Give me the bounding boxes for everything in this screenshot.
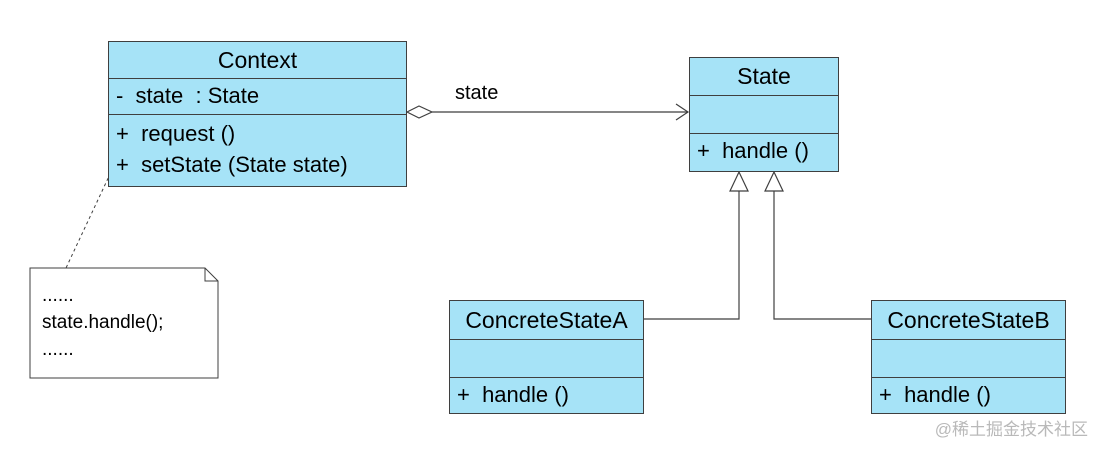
note-line: state.handle(); — [42, 312, 164, 333]
operation-row: + handle () — [879, 382, 991, 407]
operation-row: + handle () — [457, 382, 569, 407]
class-state-operations: + handle () — [690, 134, 838, 171]
association-label: state — [455, 82, 499, 104]
class-context-operations: + request () + setState (State state) — [109, 115, 406, 186]
class-concrete-state-b-attributes — [872, 340, 1065, 378]
aggregation-diamond — [405, 105, 434, 119]
generalization-line-a — [644, 191, 740, 320]
class-context[interactable]: Context - state : State + request () + s… — [108, 41, 407, 187]
note-box — [29, 267, 219, 379]
operation-row: + handle () — [697, 138, 809, 163]
class-state-name: State — [690, 58, 838, 96]
generalization-arrowhead-a — [729, 170, 749, 192]
generalization-arrowhead-b — [764, 170, 784, 192]
note-line: ...... — [42, 285, 74, 306]
class-concrete-state-a-name: ConcreteStateA — [450, 301, 643, 340]
association-arrowhead — [675, 103, 690, 121]
generalization-line-b — [773, 191, 871, 320]
operation-row: + setState (State state) — [116, 152, 348, 177]
operation-row: + request () — [116, 121, 236, 146]
class-concrete-state-b[interactable]: ConcreteStateB + handle () — [871, 300, 1066, 414]
note-fold — [204, 268, 218, 282]
class-state-attributes — [690, 96, 838, 134]
class-concrete-state-a[interactable]: ConcreteStateA + handle () — [449, 300, 644, 414]
attribute-row: - state : State — [116, 83, 260, 108]
class-context-attributes: - state : State — [109, 79, 406, 115]
class-concrete-state-b-name: ConcreteStateB — [872, 301, 1065, 340]
class-concrete-state-b-operations: + handle () — [872, 378, 1065, 413]
class-state[interactable]: State + handle () — [689, 57, 839, 172]
class-concrete-state-a-attributes — [450, 340, 643, 378]
watermark: @稀土掘金技术社区 — [934, 420, 1088, 439]
class-concrete-state-a-operations: + handle () — [450, 378, 643, 413]
note-line: ...... — [42, 339, 74, 360]
class-context-name: Context — [109, 42, 406, 79]
